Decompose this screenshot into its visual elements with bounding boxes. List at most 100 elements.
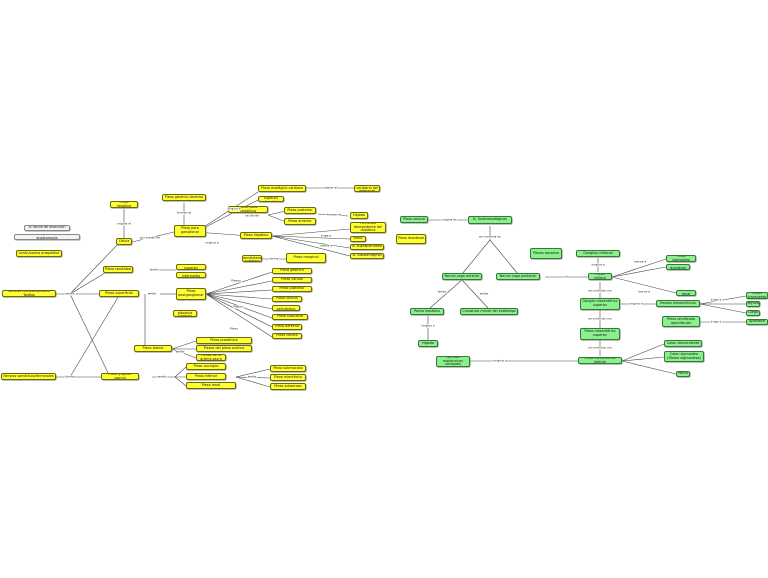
node-peritoneo-duodeno[interactable]: Peritoneo descendente del duodeno [350,222,386,233]
node-lateral[interactable]: Plexo lateral [134,345,172,352]
node-cardial[interactable]: Plexo posterior [272,286,312,292]
node-ramilletero-label[interactable]: Plexo ramilletero superior [242,255,262,262]
node-paraganglionar[interactable]: Plexo para ganglionar [174,225,206,237]
node-r-recto[interactable]: Recto [676,371,690,377]
edge-label: emite [247,374,257,379]
edge-label: forma [65,374,75,379]
edge-label: emite [175,349,185,354]
node-posterior-b[interactable]: Plexo vesical [272,296,302,302]
node-r-esplacnicos-lumbares[interactable]: Nervios esplácnicos lumbares [436,356,470,367]
edge-label: irriga a [320,233,332,238]
node-postganglionar[interactable]: Plexo postganglionar [176,288,206,300]
node-r-mesenterico-superior[interactable]: Plexo mesentérico superior [580,328,620,340]
node-celiaco-superior[interactable]: Plexo celíaco superior [176,264,206,270]
node-r-colon-transverso[interactable]: Colon transverso [746,292,768,299]
node-r-mesenterico-inferior[interactable]: Plexo mesentérico inferior [578,357,622,364]
legend-union-node[interactable]: Unión/vacíos ortopédica [16,250,62,257]
node-vesical[interactable]: Plexo pericárdico [272,305,300,311]
edge-label: forman el [326,212,342,217]
node-inferior[interactable]: Plexo inferior [186,373,226,380]
edge-label: emite [65,291,75,296]
edge-label: Plexos [232,304,244,309]
node-r-ramos-mesentericos[interactable]: Ramos mesentéricos [656,300,700,307]
node-glandula-superior[interactable]: Plexo glándula superior [173,310,197,317]
node-r-duodenal[interactable]: Plexo duodenal [666,264,690,270]
node-r-celiaco[interactable]: Plexo celíaco [588,273,612,280]
node-plexo-ovarico[interactable]: Plexos del plexo ovárico [196,345,252,352]
node-coccigeo[interactable]: Plexo coccígeo [186,363,226,370]
node-iliaco[interactable]: Iliaco [350,236,366,242]
node-subseroso[interactable]: Plexo subseroso [270,383,306,390]
node-superficial[interactable]: Plexo superficial [99,290,139,297]
edge-label: origina a [492,358,508,363]
edge-label: irriga a [710,297,722,302]
node-r-ganglio-mesenterico[interactable]: Ganglio mesentérico superior [580,298,620,310]
edge-label: se continúa con [587,288,613,293]
node-r-curvatura-menor[interactable]: Curvatura menor del estómago [460,308,518,315]
edge-label: emite [437,289,447,294]
node-r-apendice[interactable]: Apéndice [746,319,768,325]
edge-label: forma [269,256,279,261]
node-ramilletero-superior[interactable]: Plexo marginal [286,253,326,263]
edge-label: emite [479,291,489,296]
node-plexo-hepatico-a[interactable]: Plexo hepático [110,201,138,208]
node-subdiafragmal[interactable]: N. subdiafragmal [350,253,384,259]
edge-label: origina a [420,323,436,328]
node-r-higado[interactable]: Hígado [418,340,438,347]
edge-label: se divide [244,213,260,218]
edge-label: se continúa con [587,316,613,321]
node-derecho[interactable]: Plexo derecho [272,324,302,330]
legend-distinction-node[interactable]: A: rótulo de distinción [24,225,70,231]
node-factico[interactable]: Plexo fáctico [272,333,302,339]
edge-label: emite [157,374,167,379]
node-anterior-a[interactable]: Plexo anterior [284,218,316,225]
edge-label: inerva a [319,243,333,248]
node-carotideo[interactable]: Plexo carotídeo [103,266,133,273]
node-r-rama-hepatica[interactable]: Rama hepática [410,308,444,315]
legend-anastomosis-node[interactable]: Verde A: Apurados Flores, anastomosis [14,234,80,240]
node-r-ramificado-apendicular[interactable]: Plexo ramificado apendicular [662,316,700,327]
node-mienterico[interactable]: Plexo mientérico [270,374,306,381]
node-somaticos[interactable]: Nervios somáticos/terminales [1,373,56,380]
node-vertebral-deferente[interactable]: Plexo vertebral del deferente [354,185,380,192]
node-r-dorsales[interactable]: Plexos dorsales [530,248,562,259]
edge-label: se continúa con [587,345,613,350]
node-esofagico-cardiaco[interactable]: Plexo esofágico cardíaco [258,185,306,192]
node-duodenal[interactable]: Plexo duodenal [396,234,426,244]
node-pericardico[interactable]: Plexo subclavia [272,314,308,320]
node-r-yeyuno[interactable]: Yeyuno [746,301,760,307]
node-suprapleurales[interactable]: N. suprapleurales [350,244,384,250]
edge-label: origina a [628,301,644,306]
node-preaortico[interactable]: Plexo preaórtico [196,337,252,344]
node-r-gastroesofagicos[interactable]: N. Gastroesofágicos [468,216,512,224]
node-r-vesical[interactable]: Plexo vesical [400,216,428,223]
node-celiaco-descendente[interactable]: Plexo submucoso [270,365,306,372]
edge-label: por medio de [139,235,161,240]
node-marginal[interactable]: Plexo gástrico [272,268,312,274]
node-yugular-comun[interactable]: Plexo yugular común [101,373,139,380]
node-r-renal[interactable]: Plexo renal [676,290,696,296]
node-renal[interactable]: Plexo renal [186,382,236,389]
edge-label: se continúa en [478,234,502,239]
node-r-vago-anterior[interactable]: Nervio vago anterior [442,273,482,280]
node-gastrico-derecho[interactable]: Plexo gástrico derecho [162,194,206,201]
node-r-ciego[interactable]: Ciego [746,310,760,316]
node-craneoespinales[interactable]: Nervios craneoespinales Tardíos [2,290,56,297]
node-r-sigmoideo[interactable]: Plexo sigmoideo [666,255,696,262]
node-intermedio[interactable]: Plexo intermedio [176,272,206,278]
node-r-colon-descendente[interactable]: Colon descendente [664,340,702,347]
node-celula[interactable]: Célula [116,238,132,245]
node-superior-adventicio[interactable]: Plexo superior adventicio [258,196,284,202]
node-hepatico-b[interactable]: Plexo hepático [240,232,272,239]
node-r-vago-posterior[interactable]: Nervio vago posterior [496,273,540,280]
edge-label: inerva a [637,289,651,294]
node-arteria-sacra[interactable]: Plexos de la arteria sacra [196,354,226,361]
node-posterior-a[interactable]: Plexo posterior [284,207,316,214]
node-r-colon-sigmoideo[interactable]: Colon sigmoideo (Plexos sigmoideos) [664,351,704,362]
node-r-ganglios-celiacos[interactable]: Ganglios celíacos [576,250,620,257]
edge-label: emite [149,267,159,272]
node-higado[interactable]: Hígado [350,212,368,219]
edge-label: Plexo [229,326,239,331]
node-gastrico[interactable]: Plexo cardial [272,277,312,283]
